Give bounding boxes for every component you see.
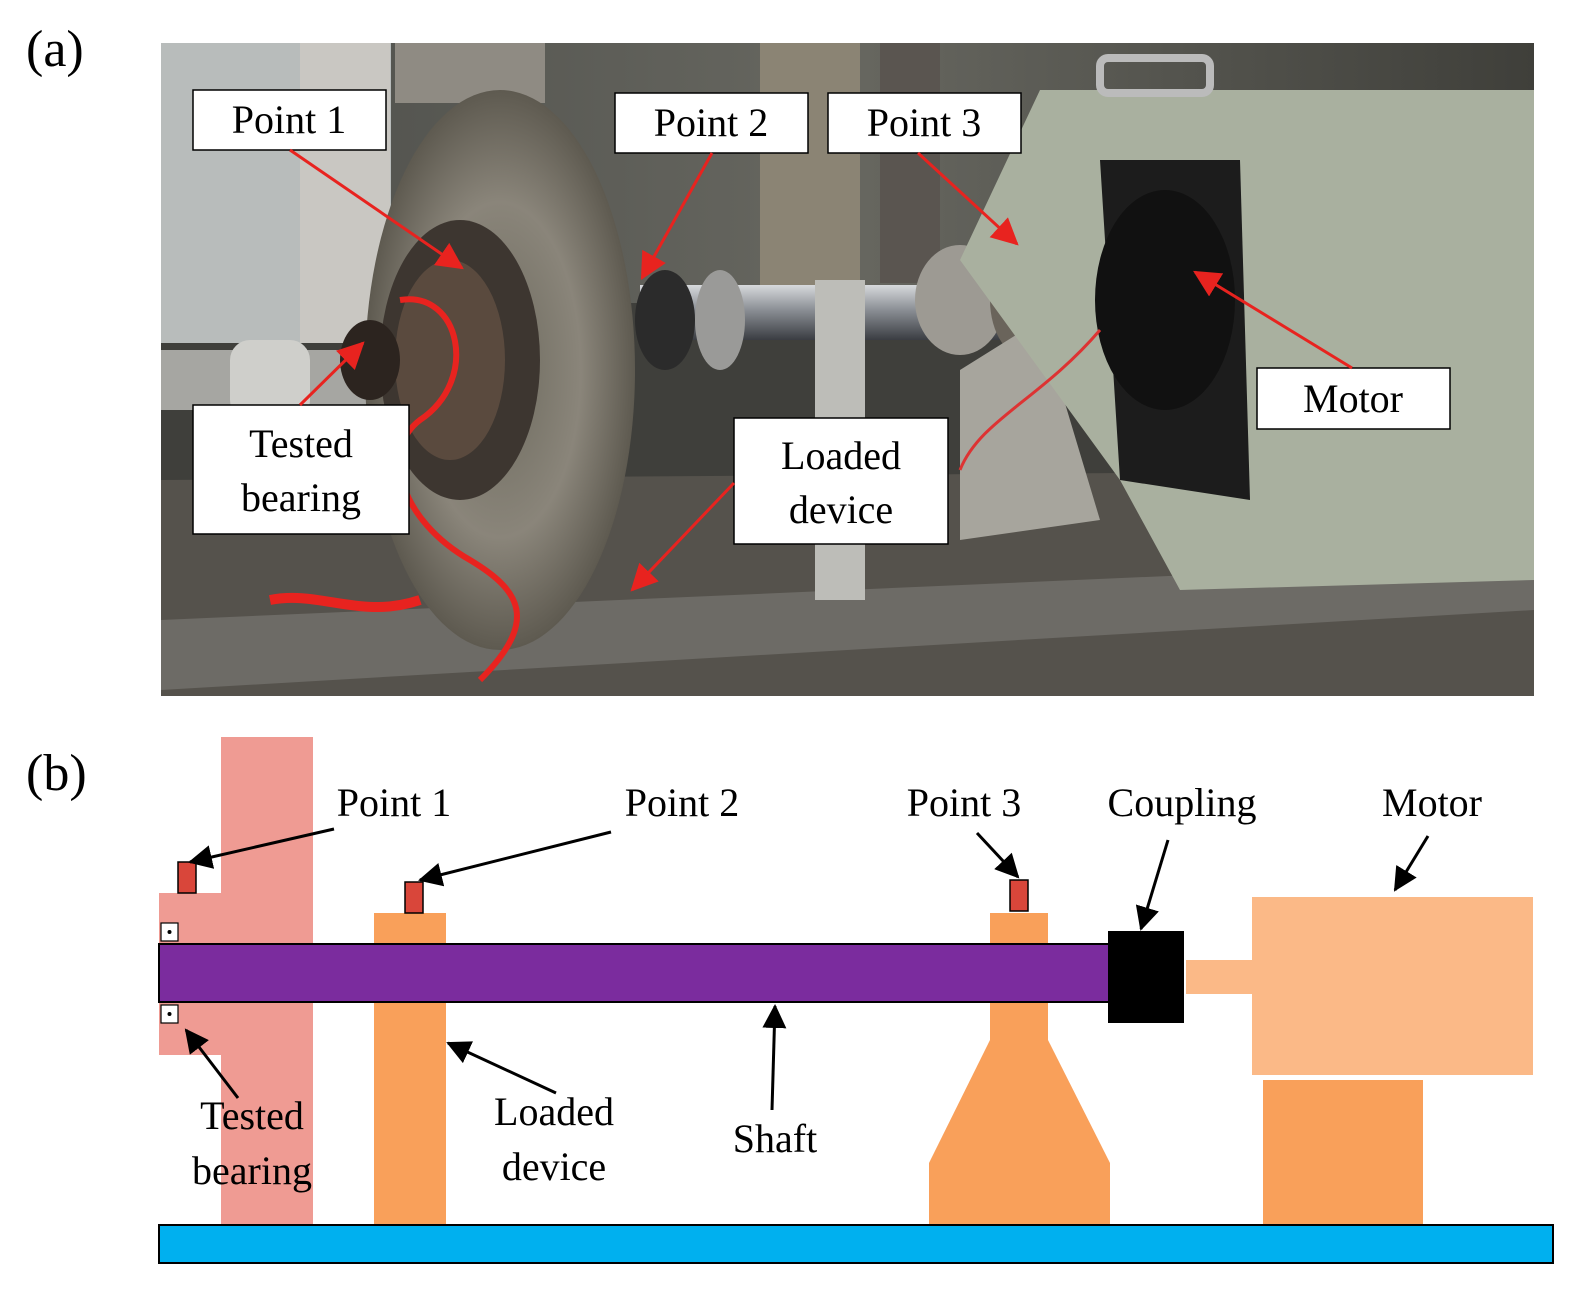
motor-stand [1263, 1080, 1423, 1225]
sensor-point1 [177, 861, 197, 894]
label-tested-bearing-b-line1: Tested [200, 1093, 304, 1138]
arrow-motor-b [1393, 835, 1430, 892]
label-motor-b: Motor [1382, 780, 1482, 825]
schematic [158, 737, 1554, 1264]
arrow-point1-b [188, 827, 335, 869]
label-loaded-device-a-line1: Loaded [781, 433, 901, 478]
sensor-point3 [1009, 879, 1029, 912]
callout-point3-a: Point 3 [827, 92, 1022, 154]
label-motor-a: Motor [1303, 376, 1403, 421]
arrow-point2-b [418, 830, 612, 887]
callout-tested-bearing-a: Tested bearing [192, 404, 410, 535]
callout-point1-a: Point 1 [192, 89, 387, 151]
shaft [158, 943, 1110, 1003]
label-shaft-b: Shaft [733, 1116, 817, 1161]
label-point2-a: Point 2 [654, 100, 768, 145]
panel-a-tag: (a) [26, 21, 84, 78]
label-loaded-device-a-line2: device [789, 487, 893, 532]
arrow-point3-a [916, 151, 1019, 246]
motor-body [1252, 897, 1533, 1075]
sensor-point2 [404, 881, 424, 914]
arrow-coupling-b [1135, 839, 1170, 931]
label-point1-a: Point 1 [232, 97, 346, 142]
label-loaded-device-b-line1: Loaded [494, 1089, 614, 1134]
callout-loaded-device-a: Loaded device [733, 417, 949, 545]
arrow-tested-bearing-b [184, 1028, 240, 1099]
arrow-point2-a [640, 152, 714, 280]
label-point1-b: Point 1 [337, 780, 451, 825]
arrow-point3-b [975, 831, 1020, 879]
pedestal-base [929, 1040, 1110, 1225]
arrow-point1-a [289, 148, 464, 270]
label-point3-a: Point 3 [867, 100, 981, 145]
label-tested-bearing-b-line2: bearing [192, 1148, 312, 1193]
label-coupling-b: Coupling [1108, 780, 1257, 825]
arrow-shaft-b [762, 1004, 787, 1111]
callout-point2-a: Point 2 [614, 92, 809, 154]
arrow-loaded-device-b [446, 1041, 557, 1095]
label-loaded-device-b-line2: device [502, 1144, 606, 1189]
callout-motor-a: Motor [1256, 367, 1451, 430]
label-point3-b: Point 3 [907, 780, 1021, 825]
label-point2-b: Point 2 [625, 780, 739, 825]
arrow-loaded-device-a [630, 481, 736, 592]
arrow-tested-bearing-a [298, 341, 365, 407]
coupling [1108, 931, 1184, 1023]
label-tested-bearing-a-line2: bearing [241, 475, 361, 520]
panel-b-tag: (b) [26, 745, 87, 802]
label-tested-bearing-a-line1: Tested [249, 421, 353, 466]
base-plate [158, 1224, 1554, 1264]
motor-stub-shaft [1186, 960, 1252, 994]
arrow-motor-a [1193, 270, 1353, 370]
